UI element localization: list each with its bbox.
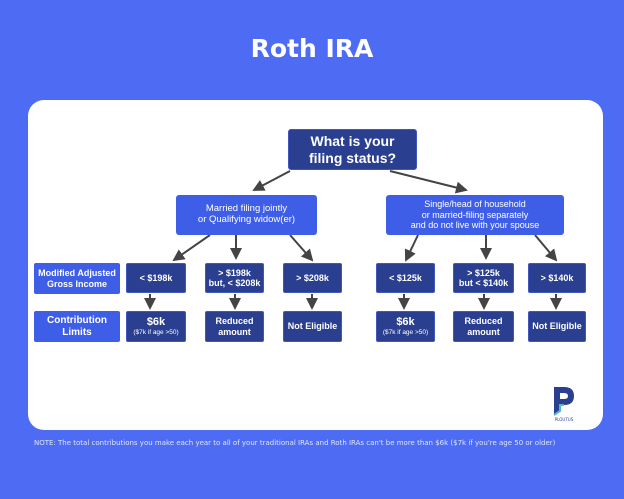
root-line1: What is your [310, 133, 395, 150]
arrow-single-s3 [534, 234, 558, 262]
income-single-2: > $125k but < $140k [453, 263, 514, 293]
row-label-limits: Contribution Limits [34, 311, 120, 342]
svg-text:PLOUTUS: PLOUTUS [555, 417, 574, 422]
branch-married-line2: or Qualifying widow(er) [197, 214, 296, 225]
limit-married-1-sub: ($7k if age >50) [133, 329, 179, 337]
branch-single-line3: and do not live with your spouse [410, 220, 540, 231]
row-label-magi-line2: Gross Income [46, 278, 107, 289]
branch-single-node: Single/head of household or married-fili… [386, 195, 564, 235]
limit-married-2: Reduced amount [205, 311, 264, 342]
arrow-single-s1 [404, 234, 419, 262]
branch-single-line1: Single/head of household [424, 199, 526, 210]
income-single-2-line2: but < $140k [458, 278, 509, 288]
limit-married-3: Not Eligible [283, 311, 342, 342]
branch-married-line1: Married filing jointly [205, 203, 288, 215]
row-label-magi: Modified Adjusted Gross Income [34, 263, 120, 294]
arrow-root-married [252, 170, 291, 191]
income-single-2-line1: > $125k [467, 267, 500, 278]
ploutus-logo-icon: PLOUTUS [553, 387, 574, 422]
arrow-root-single [389, 170, 468, 194]
income-married-1-text: < $198k [139, 272, 173, 283]
arrow-married-m3 [289, 234, 314, 262]
limit-single-2: Reduced amount [453, 311, 514, 342]
limit-married-2-line2: amount [218, 326, 251, 337]
limit-single-3-text: Not Eligible [532, 321, 582, 332]
root-question-node: What is your filing status? [288, 129, 417, 170]
row-label-limits-line1: Contribution [47, 315, 107, 326]
limit-married-1: $6k ($7k if age >50) [126, 311, 186, 342]
limit-married-1-main: $6k [146, 316, 166, 329]
row-label-limits-line2: Limits [62, 326, 92, 338]
limit-single-3: Not Eligible [528, 311, 586, 342]
branch-single-line2: or married-filing separately [421, 209, 529, 220]
income-married-3: > $208k [283, 263, 342, 293]
row-label-magi-line1: Modified Adjusted [38, 268, 116, 279]
page-title: Roth IRA [250, 34, 374, 63]
income-married-1: < $198k [126, 263, 186, 293]
limit-single-1-sub: ($7k if age >50) [382, 329, 429, 337]
income-single-3-text: > $140k [540, 272, 574, 283]
limit-single-2-line1: Reduced [464, 316, 503, 327]
limit-single-2-line2: amount [467, 326, 500, 337]
income-single-3: > $140k [528, 263, 586, 293]
limit-single-1: $6k ($7k if age >50) [376, 311, 435, 342]
limit-married-2-line1: Reduced [215, 316, 254, 327]
arrow-married-m1 [172, 234, 211, 262]
income-married-2-line1: > $198k [218, 267, 251, 278]
income-single-1-text: < $125k [389, 272, 422, 283]
limit-single-1-main: $6k [396, 316, 415, 329]
footnote: NOTE: The total contributions you make e… [34, 439, 556, 447]
income-married-2: > $198k but, < $208k [205, 263, 264, 293]
income-married-2-line2: but, < $208k [208, 278, 261, 288]
limit-married-3-text: Not Eligible [287, 321, 338, 332]
root-line2: filing status? [308, 149, 397, 166]
branch-married-node: Married filing jointly or Qualifying wid… [176, 195, 317, 235]
income-single-1: < $125k [376, 263, 435, 293]
income-married-3-text: > $208k [296, 272, 329, 283]
